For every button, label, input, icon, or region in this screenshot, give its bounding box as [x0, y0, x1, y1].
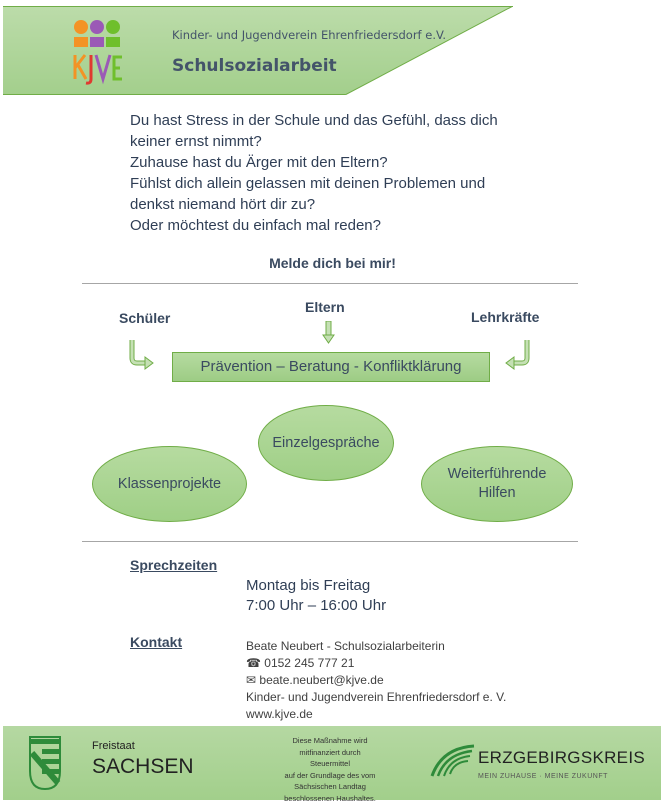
contact-organization: Kinder- und Jugendverein Ehrenfriedersdo…	[246, 690, 507, 704]
offer-individual-talks: Einzelgespräche	[258, 405, 394, 481]
contact-heading: Kontakt	[130, 634, 183, 650]
erzgebirgskreis-logo-icon	[430, 744, 475, 777]
offer-label: Klassenprojekte	[117, 475, 222, 492]
funding-line: mitfinanziert durch Steuermittel	[299, 747, 361, 769]
group-teachers: Lehrkräfte	[471, 309, 540, 325]
phone-icon: ☎	[246, 656, 265, 670]
intro-line: denkst niemand hört dir zu?	[130, 196, 316, 213]
arrow-right-icon	[129, 340, 154, 370]
office-time: 7:00 Uhr – 16:00 Uhr	[246, 597, 387, 614]
funding-line: beschlossenen Haushaltes.	[284, 793, 376, 803]
arrow-down-icon	[322, 321, 335, 344]
intro-line: Oder möchtest du einfach mal reden?	[130, 217, 381, 234]
office-hours-heading: Sprechzeiten	[130, 557, 218, 573]
sachsen-coat-of-arms-icon	[29, 736, 61, 791]
contact-email[interactable]: beate.neubert@kjve.de	[259, 673, 384, 687]
intro-line: Fühlst dich allein gelassen mit deinen P…	[130, 175, 486, 192]
funding-note: Diese Maßnahme wird mitfinanziert durch …	[280, 735, 380, 804]
erzgebirgskreis-name: ERZGEBIRGSKREIS	[478, 748, 645, 767]
header-banner	[3, 6, 513, 95]
sachsen-line1: Freistaat	[92, 740, 135, 752]
divider	[82, 541, 578, 542]
intro-line: Zuhause hast du Ärger mit den Eltern?	[130, 154, 388, 171]
offer-label: Hilfen	[478, 485, 516, 501]
kjve-logo	[72, 15, 128, 85]
footer-banner	[3, 726, 661, 800]
offer-label: Weiterführende	[447, 466, 547, 482]
intro-line: Du hast Stress in der Schule und das Gef…	[130, 112, 498, 129]
office-hours: Montag bis Freitag 7:00 Uhr – 16:00 Uhr	[246, 576, 386, 616]
office-days: Montag bis Freitag	[246, 577, 371, 594]
funding-line: Sächsischen Landtag	[294, 782, 366, 791]
contact-website[interactable]: www.kjve.de	[246, 707, 313, 721]
arrow-left-icon	[505, 340, 530, 370]
mail-icon: ✉	[246, 673, 260, 687]
contact-phone[interactable]: 0152 245 777 21	[264, 656, 355, 670]
funding-line: Diese Maßnahme wird	[292, 736, 368, 745]
intro-text: Du hast Stress in der Schule und das Gef…	[130, 110, 498, 236]
group-parents: Eltern	[305, 299, 345, 315]
contact-details: Beate Neubert - Schulsozialarbeiterin ☎ …	[246, 638, 506, 723]
funding-line: auf der Grundlage des vom	[284, 770, 376, 780]
offer-class-projects: Klassenprojekte	[92, 446, 247, 522]
contact-name: Beate Neubert - Schulsozialarbeiterin	[246, 639, 445, 653]
erzgebirgskreis-slogan: MEIN ZUHAUSE · MEINE ZUKUNFT	[478, 773, 608, 780]
central-services-box: Prävention – Beratung - Konfliktklärung	[172, 352, 490, 382]
organization-name: Kinder- und Jugendverein Ehrenfriedersdo…	[172, 28, 447, 42]
banner-shape	[3, 6, 513, 95]
sachsen-line2: SACHSEN	[92, 755, 194, 778]
page-title: Schulsozialarbeit	[172, 56, 337, 76]
group-students: Schüler	[119, 310, 171, 326]
divider	[82, 283, 578, 284]
intro-line: keiner ernst nimmt?	[130, 133, 262, 150]
offer-label: Einzelgespräche	[272, 434, 380, 451]
call-to-action: Melde dich bei mir!	[269, 255, 396, 271]
